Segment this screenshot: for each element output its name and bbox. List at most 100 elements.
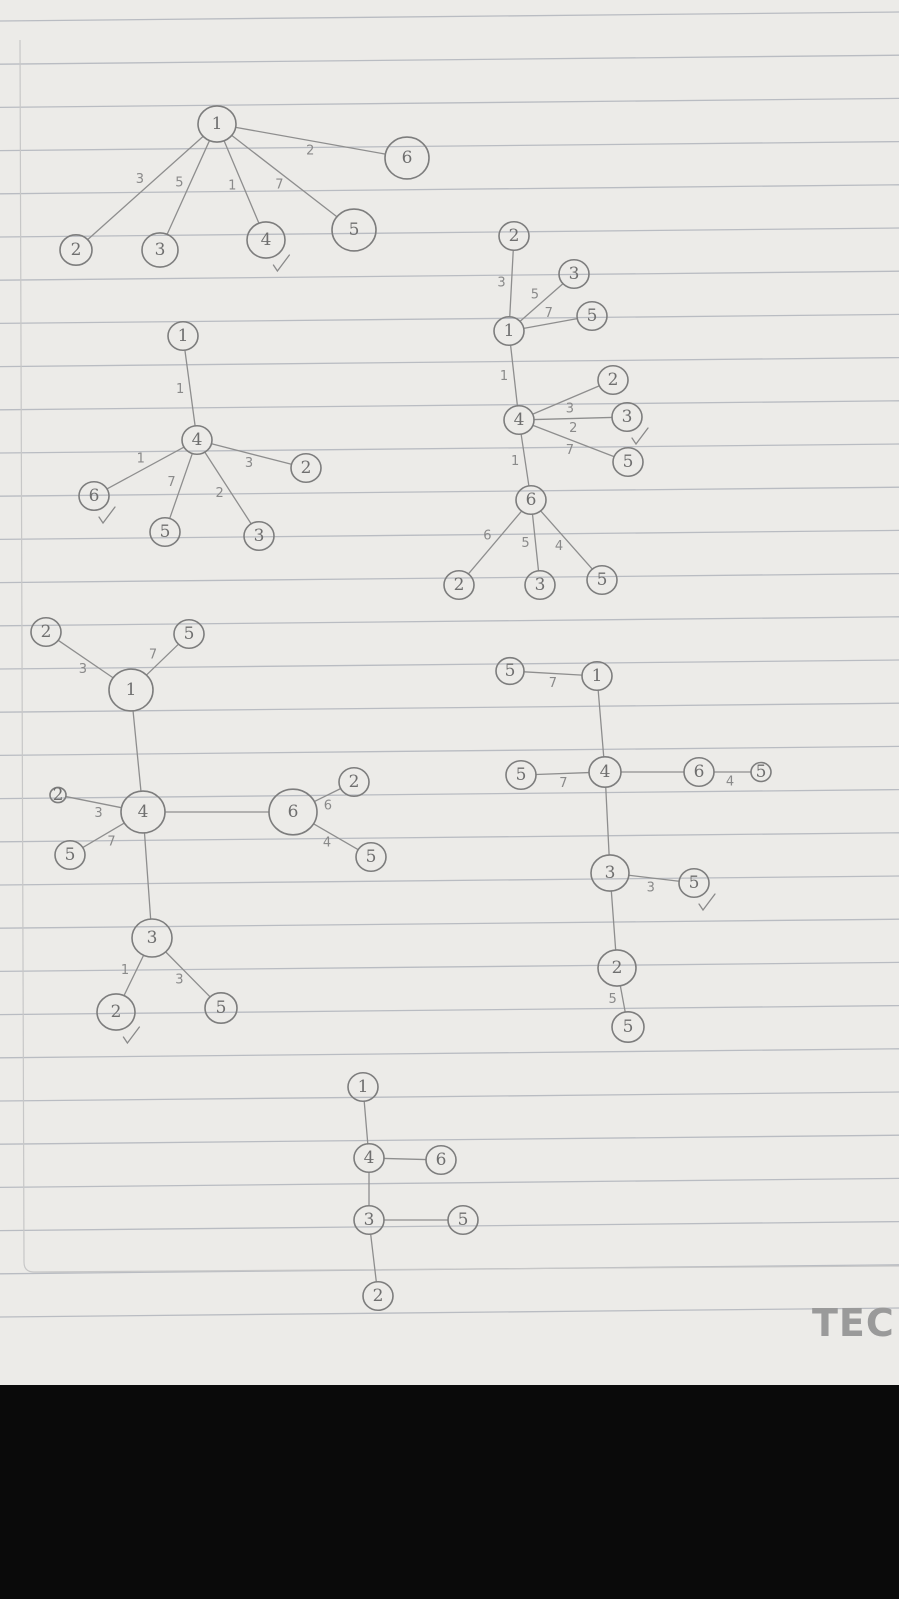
graph-edge (610, 891, 617, 950)
graph-node-label: 5 (458, 1210, 469, 1230)
graph-edge (597, 690, 605, 757)
ruled-line (0, 400, 899, 411)
graph-edge (87, 136, 204, 240)
graph-node-label: 6 (288, 802, 299, 822)
edge-weight-label: 3 (175, 973, 183, 988)
graph-node-label: 3 (605, 863, 616, 883)
graph-edge (383, 1157, 427, 1161)
edge-weight-label: 3 (94, 806, 102, 821)
brand-logo-text: TEC (812, 1301, 895, 1345)
graph-edge (363, 1101, 369, 1144)
ruled-line (0, 313, 899, 325)
edge-weight-label: 4 (323, 836, 331, 851)
graph-node-circle (246, 221, 286, 259)
graph-node-label: 3 (147, 928, 158, 948)
ruled-lines (0, 11, 899, 1318)
graph-node-label: 5 (756, 762, 767, 782)
graph-edge (235, 126, 386, 155)
graph-node-circle (505, 759, 537, 791)
edge-weight-label: 3 (566, 402, 574, 417)
edge-weight-label: 1 (176, 382, 184, 397)
edge-weight-label: 1 (228, 178, 236, 193)
ruled-line (0, 270, 899, 281)
graph-node-label: 2 (71, 240, 82, 260)
ruled-line (0, 1134, 899, 1145)
graph-node-label: 2 (373, 1286, 384, 1306)
edge-weight-label: 6 (483, 529, 491, 544)
graph-edge (313, 787, 342, 803)
edge-weight-label: 3 (647, 880, 655, 895)
ruled-line (0, 1307, 899, 1318)
graph-node-circle (515, 484, 547, 516)
graph-node-label: 4 (514, 410, 525, 430)
graph-node-circle (597, 364, 629, 396)
graph-node-label: 5 (160, 522, 171, 542)
graph-node-label: 5 (216, 998, 227, 1018)
ruled-line (0, 97, 899, 109)
graph-node-label: 5 (516, 765, 527, 785)
graph-node-label: 2 (349, 772, 360, 792)
graph-node-label: 1 (126, 680, 137, 700)
edge-weight-label: 2 (569, 421, 577, 436)
edge-weight-label: 6 (324, 798, 332, 813)
edge-weight-label: 5 (531, 287, 539, 302)
edge-weight-label: 4 (555, 539, 563, 554)
graph-node-circle (108, 668, 154, 712)
edge-weight-label: 5 (521, 536, 529, 551)
graph-node-circle (558, 258, 590, 290)
ruled-line (0, 529, 899, 541)
edge-weight-label: 5 (609, 992, 617, 1007)
ruled-line (0, 961, 899, 973)
check-mark-icon (631, 427, 649, 446)
edge-weight-label: 1 (500, 369, 508, 384)
graph-node-circle (131, 918, 173, 958)
ruled-line (0, 659, 899, 670)
graph-node-circle (495, 656, 525, 686)
graph-edge (519, 283, 564, 322)
ruled-line (0, 1177, 899, 1189)
graph-edge (531, 514, 540, 571)
graph-node-label: 2 (41, 622, 52, 642)
graph-node-circle (576, 300, 608, 332)
graph-node-label: 2 (301, 458, 312, 478)
graph-edge (605, 787, 610, 855)
ruled-line (0, 616, 899, 627)
ruled-line (0, 918, 899, 929)
graph-node-circle (353, 1142, 385, 1174)
graph-node-label: 2 (53, 785, 64, 805)
graph-node-label: 5 (689, 873, 700, 893)
ruled-line (0, 140, 899, 152)
graph-node-label: 3 (254, 526, 265, 546)
edge-weight-label: 1 (121, 963, 129, 978)
graph-node-label: 2 (509, 226, 520, 246)
graph-node-label: 5 (184, 624, 195, 644)
graph-node-circle (611, 401, 643, 433)
edge-weight-label: 3 (497, 275, 505, 290)
graph-node-label: 1 (178, 326, 189, 346)
graph-node-label: 5 (587, 306, 598, 326)
graph-node-circle (384, 136, 430, 180)
graph-node-circle (268, 788, 318, 836)
graph-edge (523, 318, 578, 329)
graph-edge (523, 671, 583, 676)
graph-edge (165, 951, 211, 998)
graph-node-label: 2 (111, 1002, 122, 1022)
graph-edge (231, 134, 338, 218)
graph-node-circle (338, 766, 370, 798)
graph-node-label: 2 (608, 370, 619, 390)
check-mark-icon (122, 1026, 141, 1045)
graph-node-circle (362, 1280, 394, 1312)
graph-edge (223, 140, 260, 224)
graph-node-circle (590, 854, 630, 892)
graph-node-circle (581, 660, 613, 692)
graph-node-label: 5 (597, 570, 608, 590)
graph-node-circle (30, 616, 62, 648)
graph-node-circle (611, 1010, 645, 1043)
ruled-line (0, 572, 899, 584)
graph-node-circle (588, 755, 622, 788)
graph-node-circle (141, 232, 179, 268)
